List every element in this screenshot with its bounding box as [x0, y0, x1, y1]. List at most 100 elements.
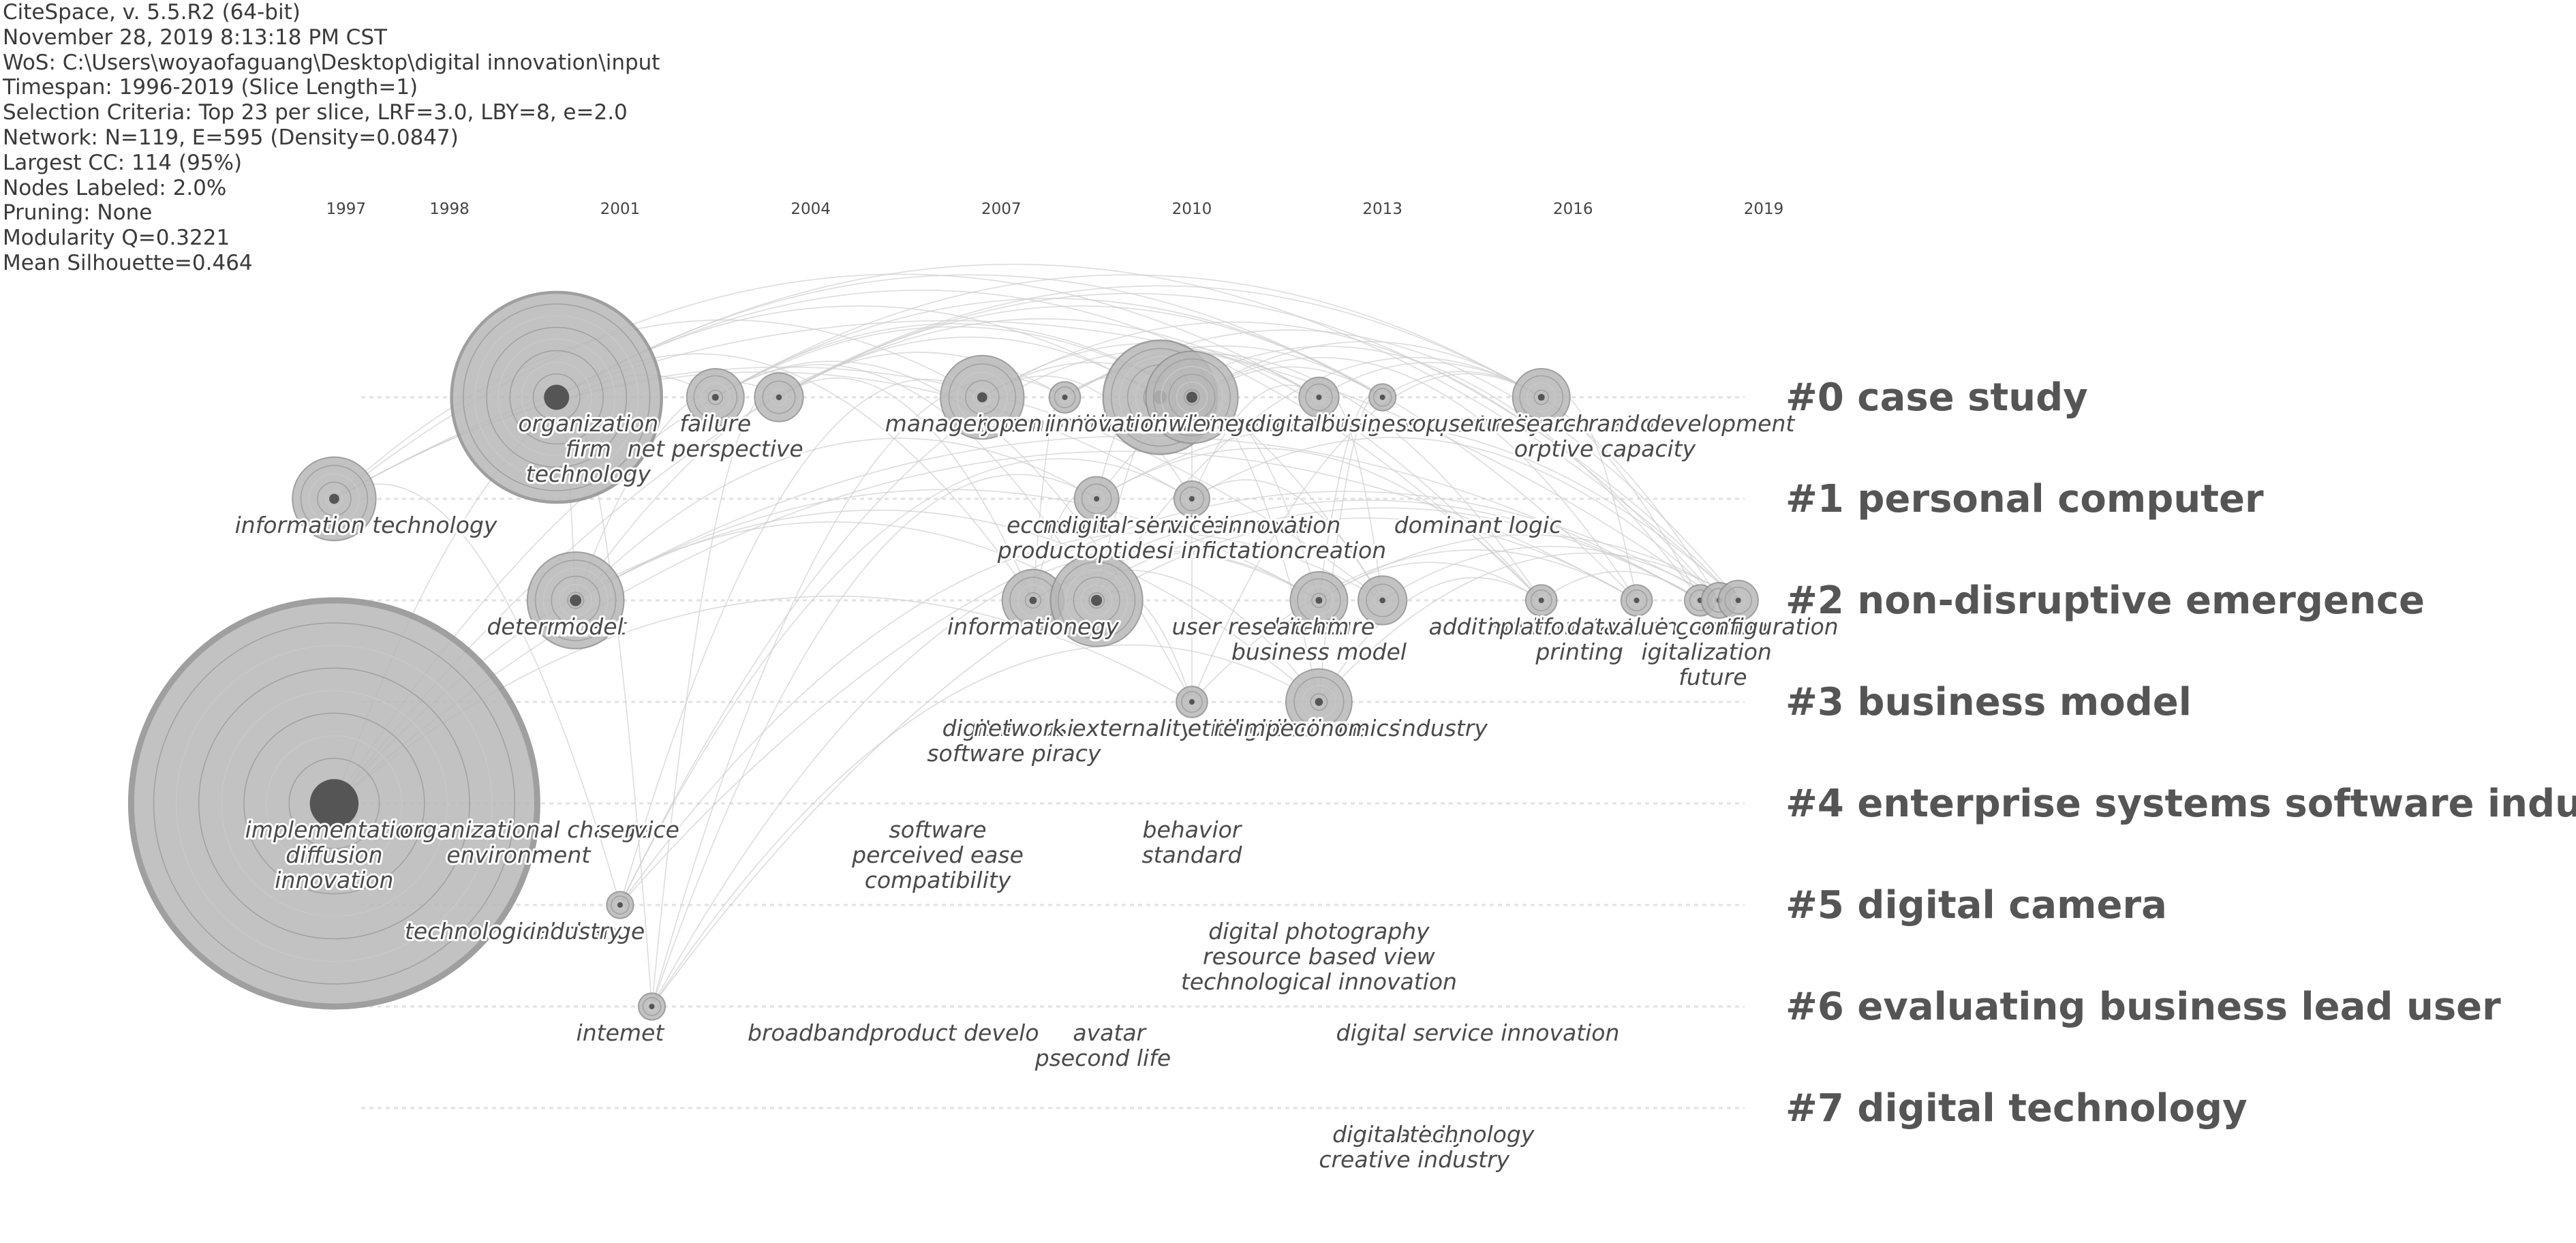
citation-node-ring: [463, 303, 651, 491]
keyword-label: configuration: [1689, 613, 1838, 640]
keyword-label: determinant: [487, 613, 626, 640]
cluster-labels[interactable]: #0 case study #1 personal computer #2 non-…: [1785, 375, 2576, 1131]
keyword-label: model: [553, 613, 624, 640]
keyword-label: future: [1678, 664, 1747, 690]
citation-node-ring: [1088, 491, 1105, 507]
cluster-label[interactable]: #7 digital technology: [1785, 1086, 2248, 1131]
citation-node-ring: [1073, 577, 1120, 624]
keyword-label: broadbandproduct develo: [748, 1019, 1039, 1046]
citation-arc: [556, 264, 1739, 601]
citation-node-ring: [1183, 388, 1200, 406]
citation-arc: [333, 285, 1542, 804]
citation-node-ring: [701, 382, 731, 412]
citation-arc: [1096, 448, 1542, 601]
cluster-label[interactable]: #6 evaluating business lead user: [1785, 985, 2501, 1029]
citation-arc: [778, 293, 1739, 601]
info-line: Pruning: None: [3, 200, 153, 226]
citation-node-ring: [1179, 486, 1205, 512]
year-tick-label: 2013: [1362, 200, 1402, 218]
citation-node-ring: [642, 997, 662, 1016]
citation-node-ring: [1186, 696, 1198, 708]
keyword-label: dominant logic: [1394, 512, 1562, 538]
keyword-label: technology: [526, 461, 651, 487]
keyword-label: industry: [530, 918, 622, 945]
citation-node-core: [1379, 395, 1385, 400]
keyword-label: behavior: [1143, 816, 1243, 843]
cluster-label[interactable]: #0 case study: [1785, 375, 2088, 420]
citation-node-ring: [1017, 584, 1049, 617]
year-tick-label: 2010: [1172, 200, 1212, 218]
citation-node-ring: [707, 389, 723, 405]
citation-node-ring: [1519, 375, 1563, 420]
citation-arc: [1541, 570, 1701, 601]
keyword-label: user research: [1172, 613, 1327, 640]
citation-node-ring: [1373, 388, 1392, 407]
citation-node-ring: [1152, 358, 1231, 437]
cluster-label[interactable]: #3 business model: [1785, 680, 2192, 724]
citespace-info-panel: CiteSpace, v. 5.5.R2 (64-bit) November 2…: [3, 0, 660, 276]
citation-node-ring: [1088, 592, 1105, 609]
citation-node-ring: [1533, 389, 1549, 405]
citation-arc: [651, 378, 1065, 1007]
citation-node-core: [1189, 496, 1195, 502]
citation-node-ring: [551, 575, 600, 626]
keyword-label: data: [1567, 613, 1617, 640]
citation-node-ring: [532, 373, 581, 421]
citation-arc: [778, 377, 1034, 601]
keyword-label: innovation: [275, 867, 393, 893]
keyword-label: printing: [1535, 639, 1623, 665]
keyword-label: media: [1487, 613, 1557, 640]
citation-node-ring: [325, 490, 343, 508]
citation-node-ring: [956, 371, 1008, 423]
citation-node-core: [1186, 391, 1198, 403]
cluster-label[interactable]: #1 personal computer: [1785, 477, 2264, 521]
keyword-label: econsumer durables model: [1007, 512, 1314, 538]
keyword-label: competitive advantage: [998, 410, 1259, 437]
citation-nodes[interactable]: [127, 290, 1759, 1021]
keyword-label: standard: [1141, 842, 1242, 868]
citation-node-ring: [521, 361, 592, 433]
citation-node-ring: [474, 315, 639, 480]
citation-node-core: [1538, 598, 1544, 603]
citation-arc: [1191, 549, 1637, 703]
citation-node-ring: [1065, 569, 1128, 632]
keyword-label: intemet: [577, 1019, 665, 1046]
cluster-label[interactable]: #4 enterprise systems software industry: [1785, 782, 2576, 826]
citation-node-ring: [762, 380, 796, 414]
keyword-label: m: [1327, 613, 1349, 640]
info-line: Modularity Q=0.3221: [3, 226, 230, 251]
keyword-label: manageropen innovationwle: [885, 410, 1207, 437]
citation-arc: [619, 458, 1193, 906]
keyword-label: business model: [1231, 639, 1407, 665]
citation-arc: [651, 507, 1701, 1007]
citation-node-core: [977, 392, 987, 403]
citation-arc: [333, 319, 983, 500]
keyword-label: organization: [518, 410, 658, 437]
citation-arc: [575, 438, 1097, 601]
citation-node-ring: [1530, 589, 1552, 611]
info-line: Nodes Labeled: 2.0%: [3, 175, 227, 200]
keyword-label: net perspective: [628, 435, 803, 462]
keyword-label: environment: [446, 842, 591, 868]
year-tick-label: 2019: [1744, 200, 1784, 218]
citation-arc: [333, 450, 1637, 804]
citation-node-core: [570, 594, 582, 607]
keyword-label: digital service innovation: [1336, 1019, 1620, 1046]
citation-node-core: [776, 394, 782, 401]
keyword-label: compatibility: [865, 867, 1011, 893]
citation-node-core: [1634, 598, 1640, 603]
citation-node-ring: [497, 338, 615, 457]
keyword-label: diffusion: [286, 842, 382, 868]
citation-node-ring: [308, 473, 360, 525]
citation-node-core: [1189, 699, 1195, 705]
citation-node-ring: [317, 481, 352, 517]
keyword-label: ndigital service innovation: [1043, 512, 1341, 538]
citation-node-ring: [1054, 386, 1076, 408]
citation-node-ring: [221, 690, 448, 917]
cluster-label[interactable]: #2 non-disruptive emergence: [1785, 579, 2425, 623]
keyword-label: software: [889, 816, 987, 843]
cluster-label[interactable]: #5 digital camera: [1785, 883, 2167, 927]
year-tick-label: 1998: [429, 200, 470, 218]
citation-arc: [778, 318, 1542, 601]
